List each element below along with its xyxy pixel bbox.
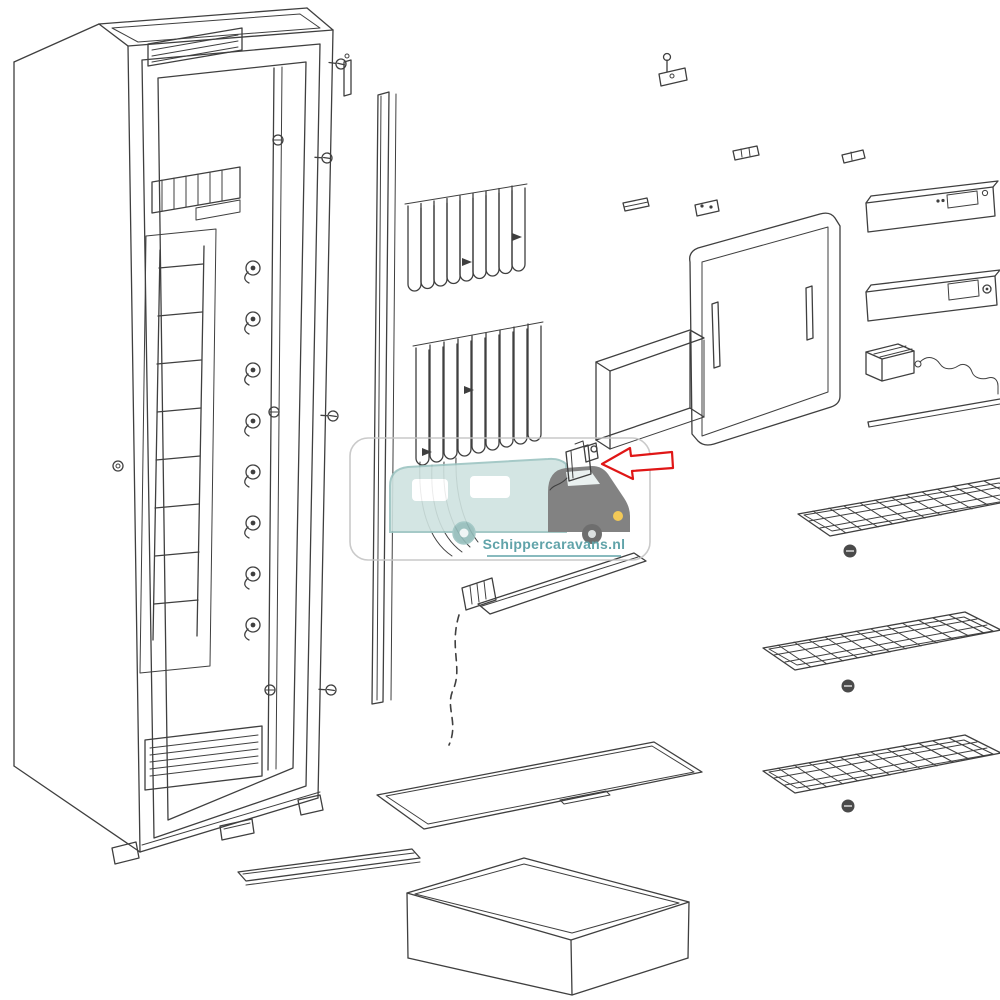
airflow-arrow-icon xyxy=(512,233,522,241)
cabinet-feet xyxy=(111,794,324,865)
door-hinge-part xyxy=(658,52,688,87)
door-frame xyxy=(139,43,321,839)
ice-tray xyxy=(865,343,915,382)
control-panel-upper xyxy=(865,180,999,233)
watermark-frame xyxy=(349,437,651,561)
fastener-clips xyxy=(622,145,866,217)
hinge-strip xyxy=(264,66,284,771)
highlighted-sensor-bracket xyxy=(549,440,599,491)
cabinet-assembly xyxy=(13,7,334,865)
control-panel-lower xyxy=(865,269,1000,322)
handle-panel xyxy=(151,166,241,221)
kick-plate xyxy=(237,848,421,886)
airflow-arrow-icon xyxy=(464,386,474,394)
caravan-graphic xyxy=(389,457,630,545)
watermark: Schippercaravans.nl xyxy=(349,437,651,561)
glass-shelf xyxy=(376,741,703,830)
crisper-bin xyxy=(406,857,690,996)
airflow-arrow-icon xyxy=(422,448,432,456)
freezer-door xyxy=(689,212,841,446)
mounting-bracket xyxy=(219,818,255,841)
trim-rod xyxy=(867,398,1000,428)
drain-hose xyxy=(448,614,460,746)
evaporator-fins-upper xyxy=(404,183,528,292)
wire-shelf-top xyxy=(797,477,1000,558)
shelf-support-knobs xyxy=(244,260,261,641)
highlight-arrow-icon xyxy=(600,446,675,481)
top-bracket-strip xyxy=(343,53,352,97)
evaporator-fins-lower xyxy=(412,321,544,466)
back-panel xyxy=(371,91,397,705)
vent-panel xyxy=(147,27,243,67)
wire-shelf-bottom xyxy=(762,734,1000,813)
ventilation-grille xyxy=(144,725,263,791)
capillary-tube xyxy=(914,357,999,395)
headlight-dot xyxy=(613,511,623,521)
drip-tray xyxy=(461,552,647,615)
airflow-arrow-icon xyxy=(462,258,472,266)
cabinet-outer-box xyxy=(13,7,334,853)
wire-shelf-middle xyxy=(762,611,1000,693)
freezer-floor xyxy=(595,329,705,450)
watermark-text: Schippercaravans.nl xyxy=(483,536,626,552)
shelf-ladder xyxy=(152,245,205,641)
